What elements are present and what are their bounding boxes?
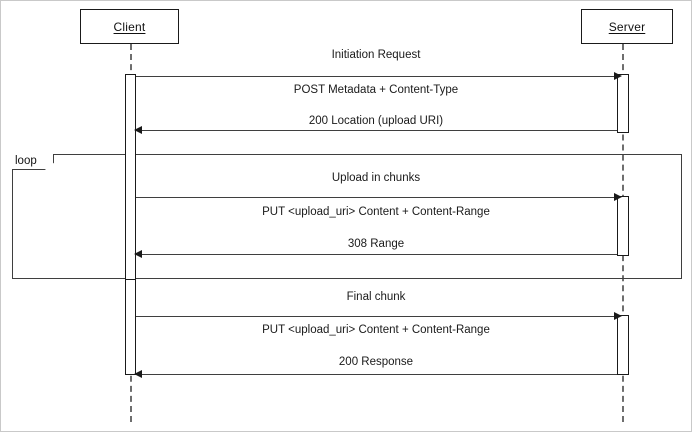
arrowhead-m2 <box>134 126 142 134</box>
message-label-m5: PUT <upload_uri> Content + Content-Range <box>262 324 490 336</box>
participant-server-label: Server <box>608 19 646 34</box>
note-final-chunk: Final chunk <box>346 291 406 303</box>
message-label-m2: 200 Location (upload URI) <box>308 115 444 127</box>
arrowhead-m3 <box>614 193 622 201</box>
arrowhead-m1 <box>614 72 622 80</box>
message-label-m1: POST Metadata + Content-Type <box>293 84 459 96</box>
activation-server-1 <box>617 74 629 133</box>
activation-client-1 <box>125 74 136 304</box>
loop-fragment-operator: loop <box>12 154 54 170</box>
participant-client[interactable]: Client <box>80 9 179 44</box>
activation-server-3 <box>617 315 629 375</box>
arrowhead-m5 <box>614 312 622 320</box>
arrowhead-m4 <box>134 250 142 258</box>
note-initiation-request: Initiation Request <box>331 49 421 61</box>
arrowhead-m6 <box>134 370 142 378</box>
activation-server-2 <box>617 196 629 256</box>
loop-fragment <box>12 154 682 279</box>
note-upload-in-chunks: Upload in chunks <box>331 172 421 184</box>
participant-client-label: Client <box>113 19 146 34</box>
participant-server[interactable]: Server <box>581 9 673 44</box>
message-label-m4: 308 Range <box>347 238 405 250</box>
message-label-m3: PUT <upload_uri> Content + Content-Range <box>262 206 490 218</box>
message-label-m6: 200 Response <box>338 356 414 368</box>
activation-client-2 <box>125 279 136 375</box>
